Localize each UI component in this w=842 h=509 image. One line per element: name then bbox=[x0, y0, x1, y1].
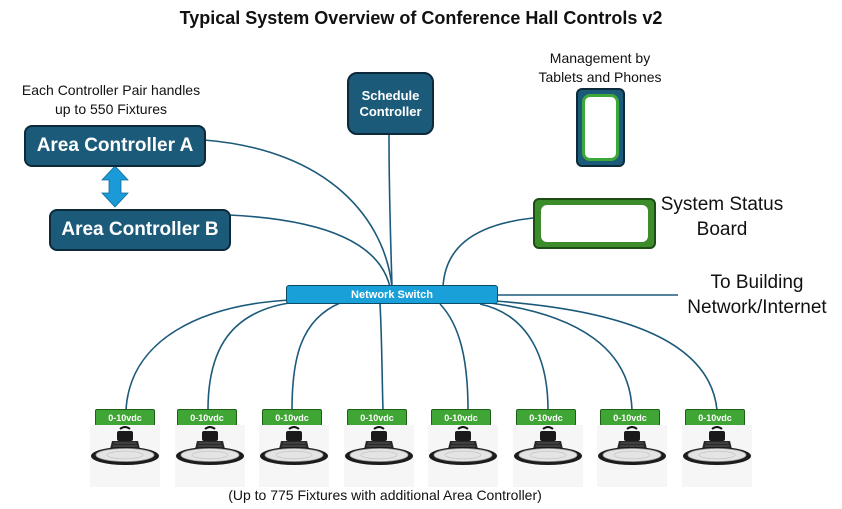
status-board-label: System Status Board bbox=[652, 192, 792, 242]
wire-status-board bbox=[442, 217, 534, 288]
fixture-tag-5: 0-10vdc bbox=[431, 409, 491, 426]
high-bay-fixture-icon bbox=[344, 425, 414, 487]
wire-fixture-6 bbox=[479, 303, 549, 411]
wire-schedule bbox=[388, 133, 393, 288]
building-label-line-2: Network/Internet bbox=[687, 297, 827, 318]
management-note: Management by Tablets and Phones bbox=[520, 49, 680, 87]
wire-fixture-1 bbox=[125, 299, 291, 411]
management-note-line-1: Management by bbox=[549, 50, 651, 66]
wire-fixture-7 bbox=[489, 302, 633, 411]
schedule-controller: Schedule Controller bbox=[347, 72, 434, 135]
high-bay-fixture-icon bbox=[428, 425, 498, 487]
pair-note-line-1: Each Controller Pair handles bbox=[21, 82, 201, 98]
high-bay-fixture-icon bbox=[175, 425, 245, 487]
wire-fixture-3 bbox=[291, 302, 341, 411]
controller-pair-note: Each Controller Pair handles up to 550 F… bbox=[0, 81, 222, 119]
wire-controller-a bbox=[203, 139, 393, 288]
tablet-screen bbox=[582, 94, 619, 161]
pair-note-line-2: up to 550 Fixtures bbox=[54, 101, 168, 117]
management-note-line-2: Tablets and Phones bbox=[538, 69, 662, 85]
status-board-label-line-2: Board bbox=[696, 219, 748, 240]
high-bay-fixture-icon bbox=[597, 425, 667, 487]
fixture-tag-2: 0-10vdc bbox=[177, 409, 237, 426]
diagram-title: Typical System Overview of Conference Ha… bbox=[179, 8, 663, 28]
wire-controller-b bbox=[228, 214, 391, 288]
high-bay-fixture-icon bbox=[259, 425, 329, 487]
schedule-label-line-2: Controller bbox=[359, 103, 422, 119]
status-board-screen bbox=[541, 205, 648, 242]
area-controller-a: Area Controller A bbox=[24, 125, 206, 167]
high-bay-fixture-icon bbox=[682, 425, 752, 487]
area-controller-b: Area Controller B bbox=[49, 209, 231, 251]
fixture-tag-3: 0-10vdc bbox=[262, 409, 322, 426]
system-status-board bbox=[533, 198, 656, 249]
wire-fixture-4 bbox=[379, 303, 384, 411]
fixture-tag-6: 0-10vdc bbox=[516, 409, 576, 426]
fixture-tag-1: 0-10vdc bbox=[95, 409, 155, 426]
wire-fixture-2 bbox=[207, 301, 297, 411]
fixture-tag-4: 0-10vdc bbox=[347, 409, 407, 426]
fixture-tag-7: 0-10vdc bbox=[600, 409, 660, 426]
wire-fixture-8 bbox=[494, 300, 718, 411]
building-label-line-1: To Building bbox=[710, 272, 804, 293]
high-bay-fixture-icon bbox=[90, 425, 160, 487]
wire-fixture-5 bbox=[439, 303, 469, 411]
controller-link-arrow bbox=[101, 165, 129, 208]
high-bay-fixture-icon bbox=[513, 425, 583, 487]
schedule-label-line-1: Schedule bbox=[361, 87, 420, 103]
capacity-note: (Up to 775 Fixtures with additional Area… bbox=[228, 487, 542, 503]
tablet-device bbox=[576, 88, 625, 167]
fixture-tag-8: 0-10vdc bbox=[685, 409, 745, 426]
network-switch: Network Switch bbox=[286, 285, 498, 304]
building-network-label: To Building Network/Internet bbox=[672, 270, 842, 320]
status-board-label-line-1: System Status bbox=[660, 194, 784, 215]
